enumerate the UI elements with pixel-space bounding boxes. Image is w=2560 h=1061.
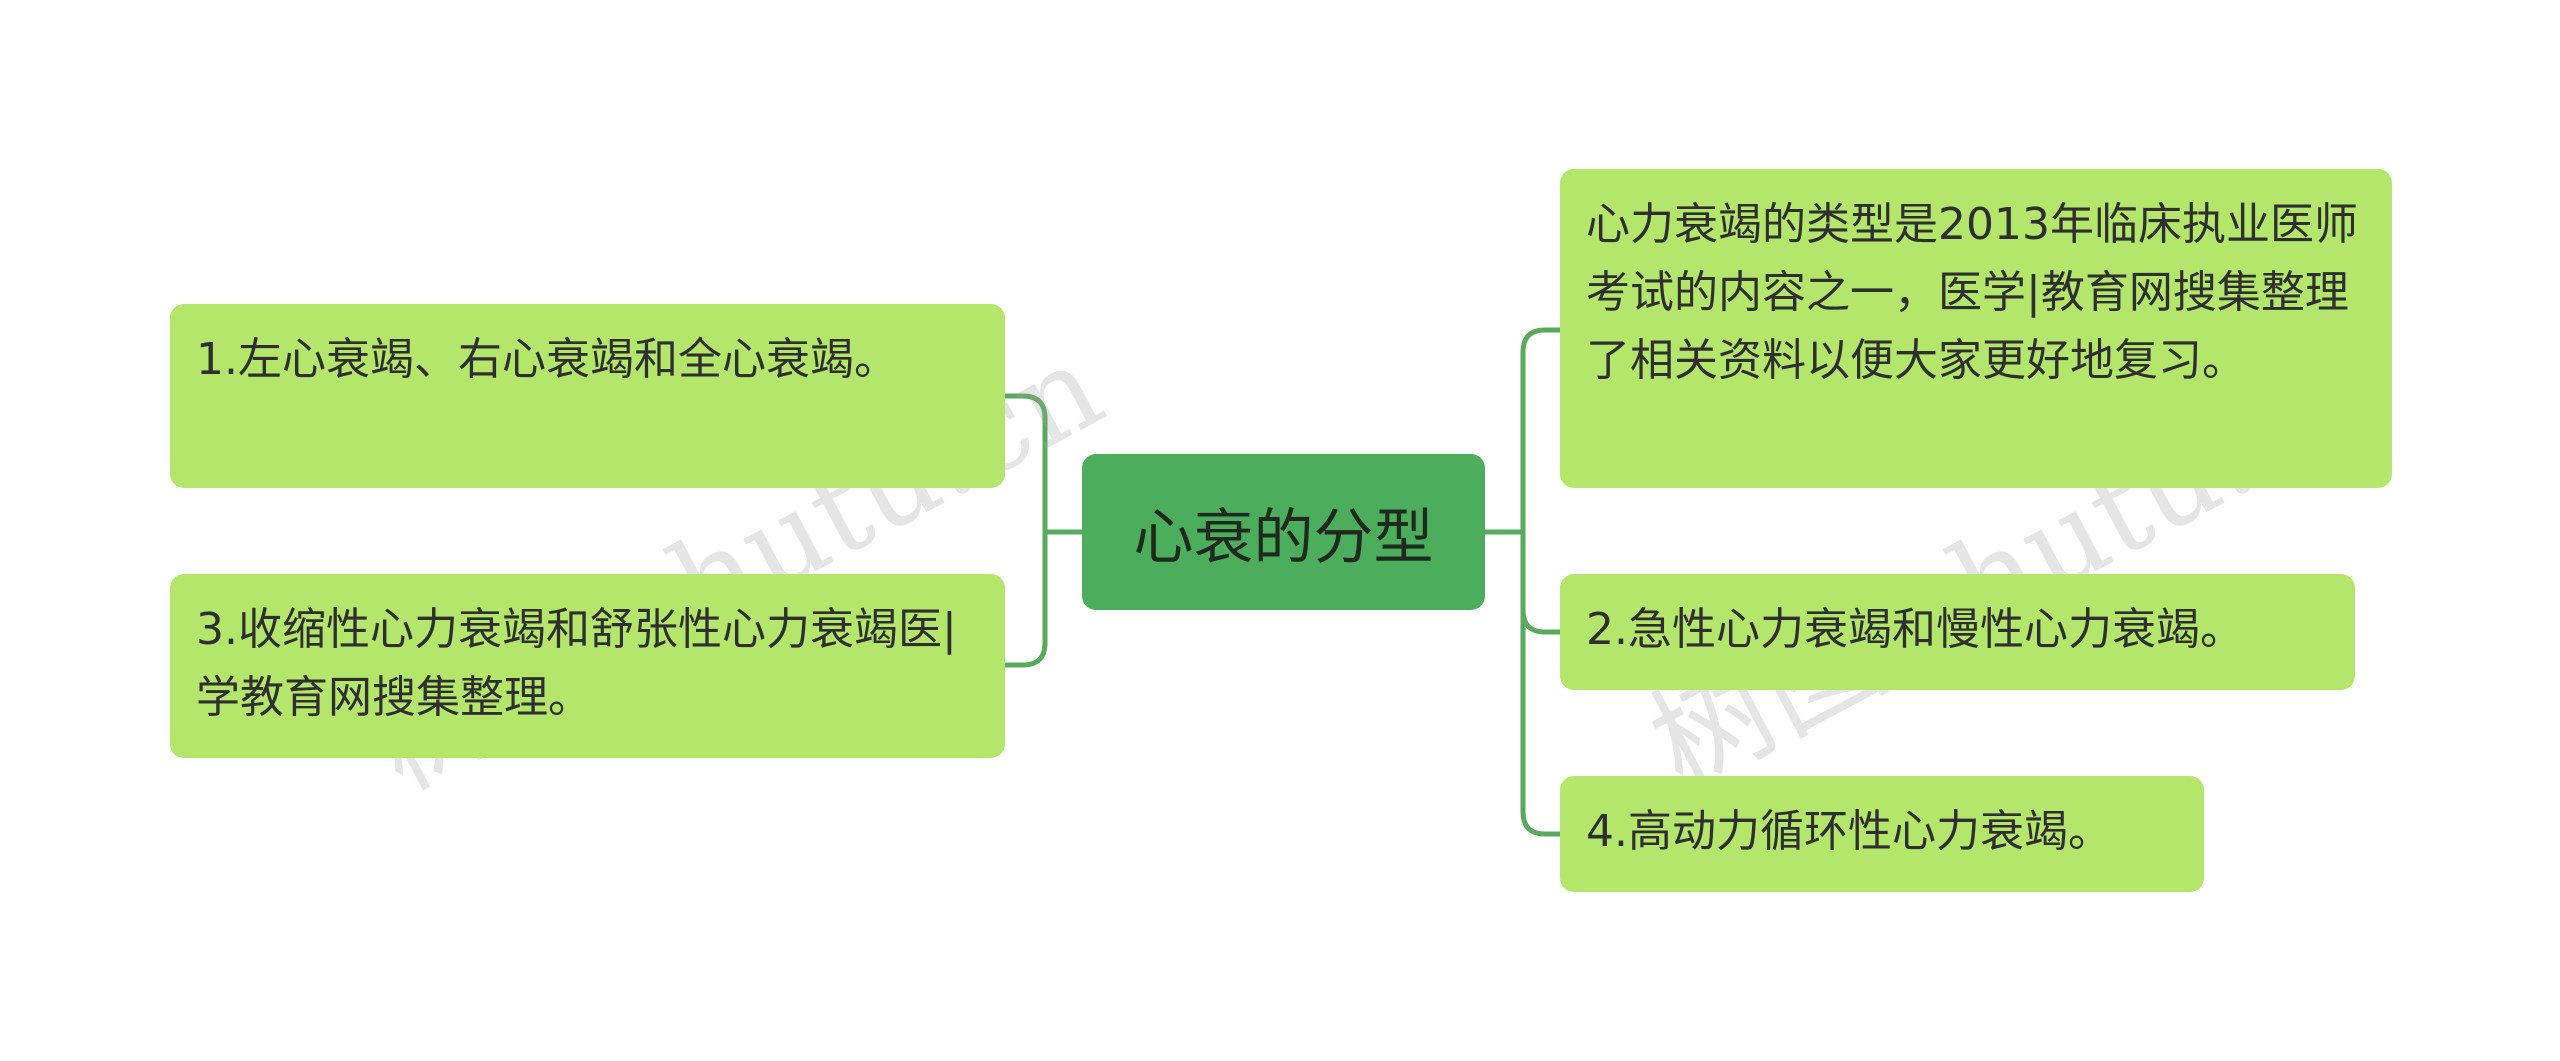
topic-text: 3.收缩性心力衰竭和舒张性心力衰竭医|学教育网搜集整理。 (196, 604, 957, 723)
connector-right-3 (1520, 529, 1563, 837)
topic-node-right-1[interactable]: 心力衰竭的类型是2013年临床执业医师考试的内容之一，医学|教育网搜集整理了相关… (1560, 169, 2392, 488)
central-topic[interactable]: 心衰的分型 (1082, 454, 1485, 610)
connector-left-1 (1002, 393, 1048, 535)
connector-right-2 (1520, 529, 1563, 635)
topic-node-left-2[interactable]: 3.收缩性心力衰竭和舒张性心力衰竭医|学教育网搜集整理。 (170, 574, 1005, 758)
topic-text: 心力衰竭的类型是2013年临床执业医师考试的内容之一，医学|教育网搜集整理了相关… (1586, 199, 2358, 386)
topic-node-right-3[interactable]: 4.高动力循环性心力衰竭。 (1560, 776, 2204, 892)
central-topic-label: 心衰的分型 (1133, 502, 1434, 573)
topic-node-right-2[interactable]: 2.急性心力衰竭和慢性心力衰竭。 (1560, 574, 2355, 690)
connector-left-2 (1002, 529, 1048, 668)
topic-text: 2.急性心力衰竭和慢性心力衰竭。 (1586, 604, 2244, 655)
connector-right-1 (1520, 327, 1563, 535)
topic-text: 4.高动力循环性心力衰竭。 (1586, 806, 2112, 857)
topic-node-left-1[interactable]: 1.左心衰竭、右心衰竭和全心衰竭。 (170, 304, 1005, 488)
topic-text: 1.左心衰竭、右心衰竭和全心衰竭。 (196, 334, 898, 385)
